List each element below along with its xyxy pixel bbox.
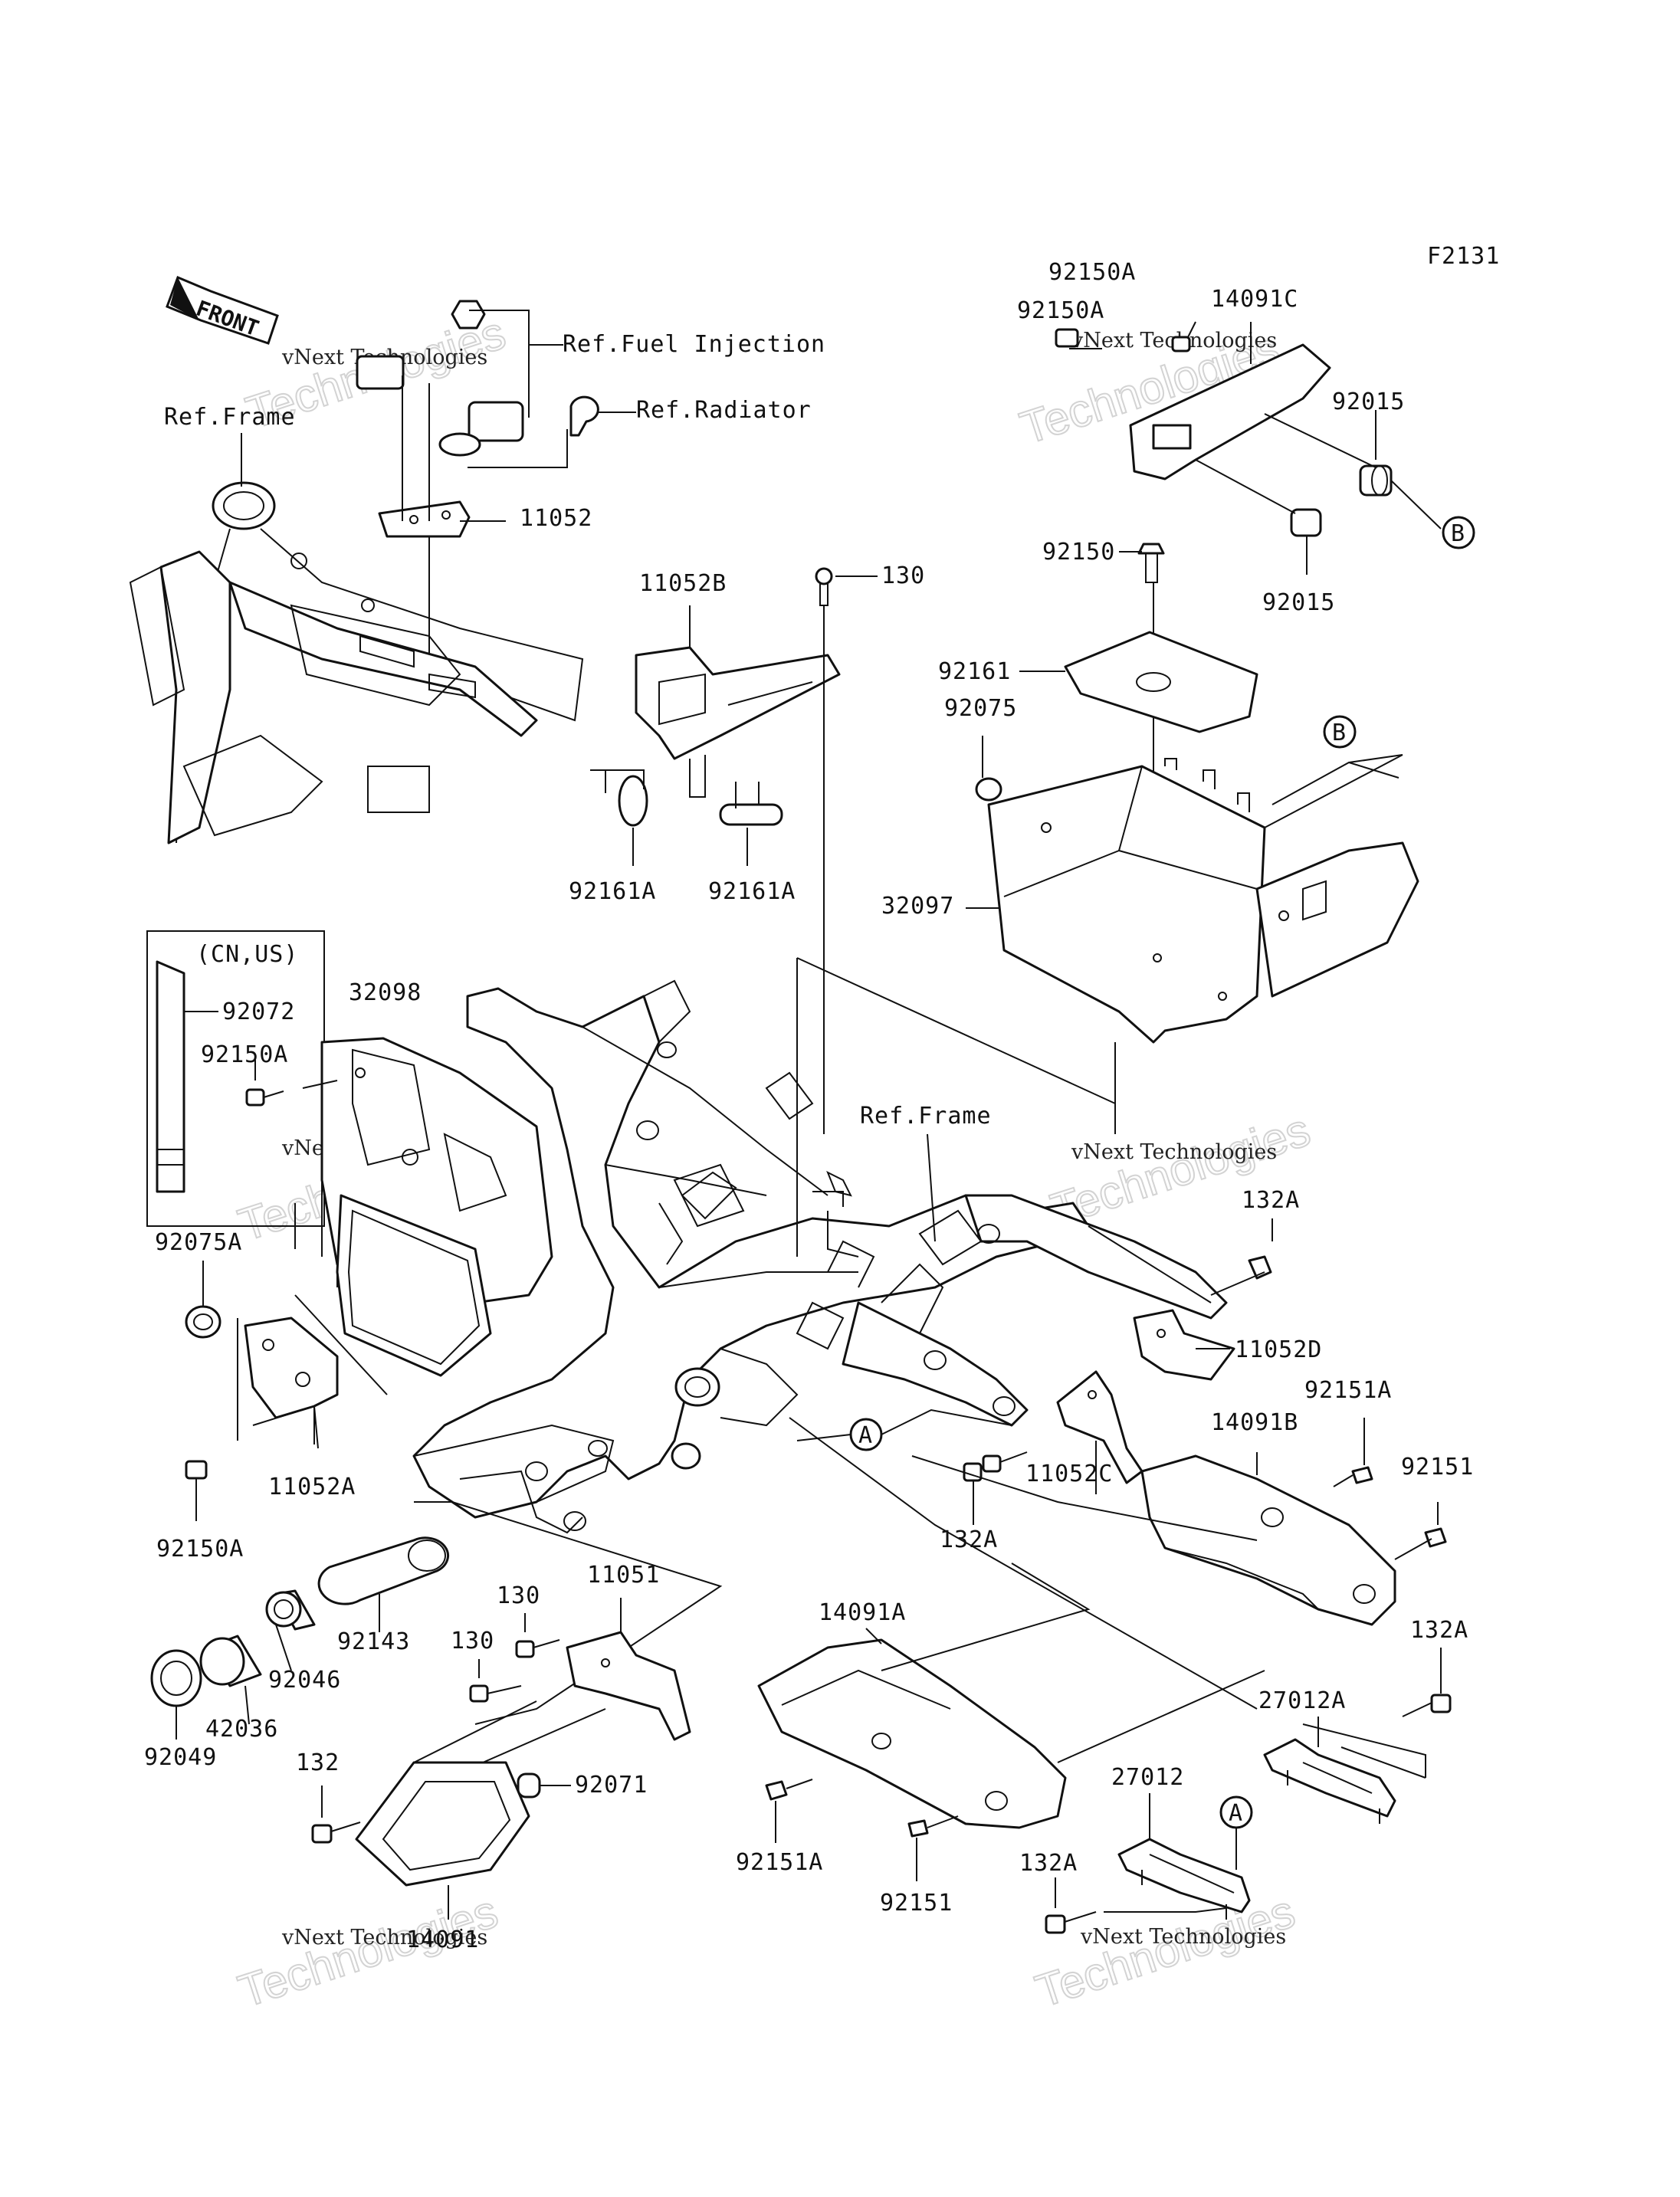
part-label-14091: 14091 bbox=[406, 1926, 479, 1953]
rear-right-section bbox=[963, 1218, 1447, 1626]
part-label-92015-b: 92015 bbox=[1262, 589, 1335, 616]
part-label-27012: 27012 bbox=[1111, 1764, 1184, 1791]
part-label-92071: 92071 bbox=[575, 1772, 648, 1799]
front-arrow-icon: FRONT bbox=[166, 276, 279, 345]
part-label-92075: 92075 bbox=[944, 695, 1017, 722]
part-label-14091B: 14091B bbox=[1211, 1409, 1298, 1436]
part-label-27012A: 27012A bbox=[1258, 1687, 1346, 1714]
market-note: (CN,US) bbox=[196, 941, 298, 968]
part-label-132A-right: 132A bbox=[1242, 1187, 1300, 1214]
part-label-130-top: 130 bbox=[881, 562, 925, 589]
part-label-92151A-bottom: 92151A bbox=[736, 1849, 823, 1876]
part-label-92150A-top-a: 92150A bbox=[1048, 259, 1136, 286]
part-label-92151-right: 92151 bbox=[1401, 1454, 1474, 1481]
part-label-132A-bottom: 132A bbox=[1019, 1850, 1078, 1877]
ref-frame-top: Ref.Frame bbox=[164, 404, 296, 431]
part-label-92150: 92150 bbox=[1042, 539, 1115, 566]
watermark-mark: Technologies bbox=[1045, 1103, 1316, 1235]
part-label-14091C: 14091C bbox=[1211, 286, 1298, 313]
part-label-92161A-left: 92161A bbox=[569, 878, 656, 905]
ecu-bracket-section bbox=[590, 567, 878, 1134]
ref-frame-main: Ref.Frame bbox=[860, 1103, 992, 1130]
part-label-11052A: 11052A bbox=[268, 1474, 356, 1500]
watermark-mark: Technologies bbox=[1029, 1885, 1301, 2017]
part-label-11052: 11052 bbox=[520, 505, 592, 532]
ref-radiator: Ref.Radiator bbox=[636, 397, 812, 424]
watermark-text: vNext Technologies bbox=[1071, 1140, 1277, 1164]
part-label-92143: 92143 bbox=[337, 1628, 410, 1655]
figure-code: F2131 bbox=[1427, 243, 1500, 270]
part-label-32098: 32098 bbox=[349, 979, 422, 1006]
part-label-92072: 92072 bbox=[222, 998, 295, 1025]
part-label-92161: 92161 bbox=[938, 658, 1011, 685]
part-label-11051: 11051 bbox=[587, 1562, 660, 1589]
part-label-92046: 92046 bbox=[268, 1667, 341, 1694]
part-label-130-a: 130 bbox=[497, 1582, 540, 1609]
part-label-14091A: 14091A bbox=[819, 1599, 906, 1626]
part-label-32097: 32097 bbox=[881, 893, 954, 920]
part-label-42036: 42036 bbox=[205, 1716, 278, 1743]
part-label-132: 132 bbox=[296, 1749, 340, 1776]
part-label-132A-mid: 132A bbox=[940, 1526, 998, 1553]
part-label-92161A-right: 92161A bbox=[708, 878, 796, 905]
callout-a-label: A bbox=[858, 1422, 873, 1449]
watermark-text: vNext Technologies bbox=[281, 1926, 487, 1949]
part-label-92150A-top-b: 92150A bbox=[1017, 297, 1104, 324]
part-label-11052C: 11052C bbox=[1025, 1461, 1113, 1487]
part-label-132A-lowright: 132A bbox=[1410, 1617, 1468, 1644]
part-label-92075A: 92075A bbox=[155, 1229, 242, 1256]
part-label-92150A-bottom: 92150A bbox=[156, 1536, 244, 1562]
callout-b-icon bbox=[1323, 715, 1357, 749]
callout-b-label: B bbox=[1332, 720, 1347, 746]
air-box-section bbox=[146, 930, 553, 1521]
part-label-92015-a: 92015 bbox=[1332, 389, 1405, 415]
bottom-right-brackets: A bbox=[1045, 1648, 1452, 1934]
part-label-92049: 92049 bbox=[144, 1744, 217, 1771]
ref-fuel-injection: Ref.Fuel Injection bbox=[563, 331, 825, 358]
front-frame-section bbox=[129, 300, 636, 844]
callout-a-label: A bbox=[1229, 1800, 1243, 1827]
lower-left-cover-section bbox=[311, 1598, 691, 1920]
center-cover-section bbox=[757, 1562, 1265, 1881]
part-label-92151-bottom: 92151 bbox=[880, 1890, 953, 1917]
callout-b-label: B bbox=[1451, 520, 1465, 547]
battery-section: B B bbox=[966, 321, 1475, 1134]
part-label-11052D: 11052D bbox=[1235, 1336, 1322, 1363]
watermark-text: vNext Technologies bbox=[1080, 1925, 1286, 1949]
part-label-92150A-left: 92150A bbox=[201, 1041, 288, 1068]
part-label-92151A-right: 92151A bbox=[1304, 1377, 1392, 1404]
part-label-11052B: 11052B bbox=[639, 570, 727, 597]
callout-b-icon bbox=[1442, 516, 1475, 549]
part-label-130-b: 130 bbox=[451, 1628, 494, 1654]
pivot-bushings bbox=[150, 1501, 723, 1740]
